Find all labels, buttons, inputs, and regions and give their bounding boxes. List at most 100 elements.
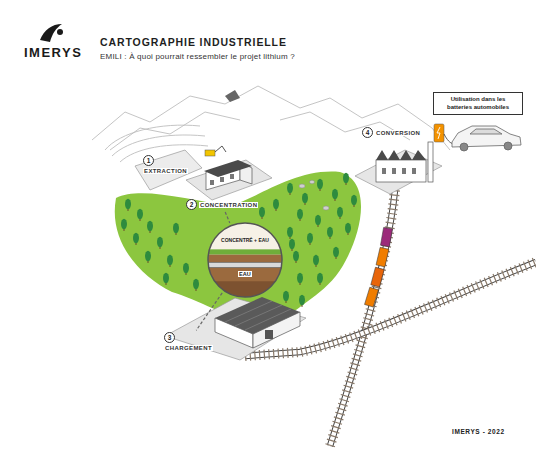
wagon [380,227,392,246]
site-label: CHARGEMENT [164,345,213,351]
excavator [205,146,226,156]
building-roof [204,160,252,177]
wheel [504,142,512,150]
tree [125,199,131,211]
tree [193,279,199,291]
callout-number: 1 [143,155,154,166]
tree [317,273,323,285]
tree [259,207,265,219]
tree [147,221,153,233]
chimney [428,142,433,182]
tree [289,239,295,251]
site-label: CONVERSION [375,130,421,136]
site-extraction: 1EXTRACTION [143,155,188,174]
tree [287,183,293,195]
wheel [460,143,468,151]
tree [297,209,303,221]
window [392,168,396,174]
section-title: CONCENTRÉ + EAU [207,237,283,243]
tree [315,215,321,227]
excavator-body [205,150,215,156]
cross-section-outline [207,222,283,298]
tree [121,219,127,231]
mine-entrance [225,90,240,102]
rail-ties [330,190,395,446]
callout-number: 4 [362,127,373,138]
factory-wall [376,160,426,182]
tree [327,227,333,239]
tree [163,273,169,285]
tree [333,247,339,259]
roof-stripes [225,301,291,330]
site-label: CONCENTRATION [199,202,258,208]
tree [283,291,289,303]
tree [337,207,343,219]
concentration-platform [186,160,272,200]
boulders [299,180,329,210]
callout-number: 3 [164,332,175,343]
section-label: EAU [238,271,252,277]
car-window [470,129,502,134]
tree [173,223,179,235]
window [402,168,406,174]
wagon [371,267,384,287]
warehouse [215,297,300,348]
window [220,177,224,182]
callout-text: Utilisation dans les batteries automobil… [438,96,518,111]
pipeline-section: CONCENTRÉ + EAU EAU [207,222,283,298]
site-label: EXTRACTION [143,168,188,174]
grass-layer [207,249,283,254]
boulder [310,180,315,184]
lightning [437,127,440,139]
wagon [365,287,379,307]
callout-number: 2 [186,199,197,210]
logo-mark [40,24,63,42]
boulder [323,206,329,210]
pipeline-connector [225,212,230,223]
tree [157,237,163,249]
site-conversion: 4CONVERSION [362,127,421,138]
soil-layer-dark [207,281,283,298]
logo-dot [57,29,63,35]
concentration-building [204,160,252,190]
mountains [92,86,450,162]
diagram-title: CARTOGRAPHIE INDUSTRIELLE [100,36,287,48]
ridge [280,112,410,140]
tree [343,173,349,185]
factory-roof [376,150,426,160]
tree [145,251,151,263]
loading-platform [165,298,306,360]
logo-swoosh [40,24,62,42]
warehouse-roof [215,297,300,334]
tree [317,179,323,191]
tree [273,199,279,211]
window [210,180,214,185]
window [230,174,234,179]
pipe [207,262,283,267]
tree [287,227,293,239]
tree [302,193,308,205]
window [382,168,386,174]
subtitle: EMILI : À quoi pourrait ressembler le pr… [100,52,295,61]
tree [133,233,139,245]
warehouse-door [265,330,273,339]
charger [434,124,444,142]
conversion-factory [376,142,433,182]
boulder [299,184,305,188]
pipeline-connector [196,293,222,331]
train [365,227,393,307]
logo-wordmark: IMERYS [24,45,82,60]
tree [345,223,351,235]
cross-section [207,222,283,298]
tree [313,255,319,267]
tree [297,273,303,285]
ridge [92,86,450,150]
site-concentration: 2CONCENTRATION [186,199,258,210]
tree [167,255,173,267]
credit-note: IMERYS - 2022 [452,428,505,435]
tree [299,295,305,307]
cross-section-border [208,223,282,297]
